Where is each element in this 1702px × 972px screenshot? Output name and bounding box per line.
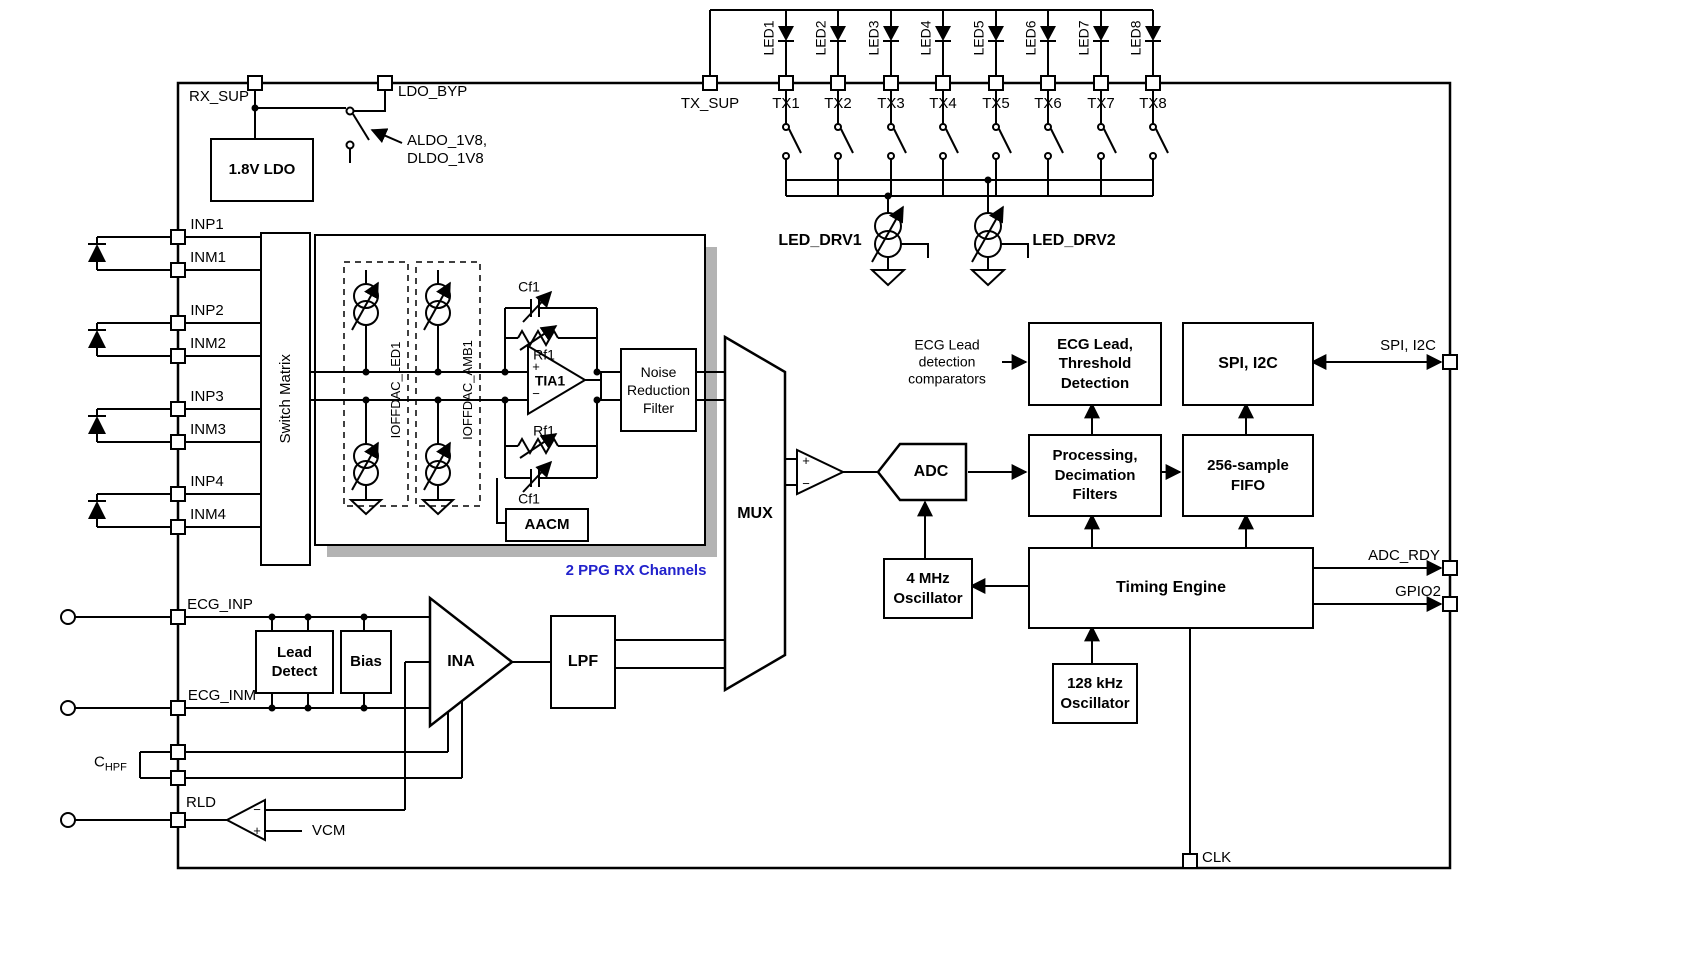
label-rf1-top: Rf1 <box>533 346 555 363</box>
rld-plus-sign: + <box>253 822 261 838</box>
tia-minus-sign: − <box>532 385 540 401</box>
pin-squares <box>170 75 1458 869</box>
label-ioffdac-led1: IOFFDAC_LED1 <box>387 341 403 439</box>
mux-and-inputs <box>612 334 787 693</box>
label-vcm: VCM <box>312 821 346 839</box>
tx-led-array <box>709 9 1169 197</box>
label-ecg-comparators-2: detection <box>918 353 976 370</box>
digital-wires <box>917 354 1443 861</box>
label-aldo-1v8: ALDO_1V8, <box>407 131 488 149</box>
block-switch-matrix: Switch Matrix <box>260 232 311 566</box>
block-bias: Bias <box>340 630 392 694</box>
adc-shape <box>876 442 968 502</box>
label-led1: LED1 <box>760 20 777 56</box>
label-chpf: CHPF <box>94 753 127 774</box>
buffer-amp-shape <box>796 448 846 496</box>
label-led5: LED5 <box>970 20 987 56</box>
rld-minus-sign: − <box>253 801 261 817</box>
junction-dots <box>251 104 992 712</box>
label-led-drv2: LED_DRV2 <box>1032 232 1116 250</box>
label-ina: INA <box>447 653 475 671</box>
label-tx4: TX4 <box>929 94 957 112</box>
tia-amp-shape <box>527 344 587 416</box>
label-tx7: TX7 <box>1087 94 1115 112</box>
tia-plus-sign: + <box>532 358 540 374</box>
label-led8: LED8 <box>1127 20 1144 56</box>
label-dldo-1v8: DLDO_1V8 <box>407 149 484 167</box>
ldo-circuit-wires <box>254 90 403 163</box>
label-inm3: INM3 <box>190 420 226 438</box>
label-rf1-bottom: Rf1 <box>533 422 555 439</box>
label-ioffdac-amb1: IOFFDAC_AMB1 <box>459 340 475 440</box>
label-tx2: TX2 <box>824 94 852 112</box>
label-gpio2: GPIO2 <box>1395 582 1441 600</box>
label-led7: LED7 <box>1075 20 1092 56</box>
label-spi-i2c-pin: SPI, I2C <box>1380 336 1436 354</box>
label-rx-sup: RX_SUP <box>188 87 250 105</box>
label-inp1: INP1 <box>190 215 224 233</box>
label-tx6: TX6 <box>1034 94 1062 112</box>
label-tx1: TX1 <box>772 94 800 112</box>
label-cf1-top: Cf1 <box>518 278 540 295</box>
label-inm4: INM4 <box>190 505 226 523</box>
label-adc-rdy: ADC_RDY <box>1368 546 1440 564</box>
label-adc: ADC <box>913 463 949 481</box>
label-inm1: INM1 <box>190 248 226 266</box>
buffer-plus-sign: + <box>802 452 810 468</box>
label-tia1: TIA1 <box>534 372 566 389</box>
buffer-minus-sign: − <box>802 475 810 491</box>
block-aacm: AACM <box>505 508 589 542</box>
label-inp2: INP2 <box>190 301 224 319</box>
adc-chain <box>785 442 968 502</box>
label-tx-sup: TX_SUP <box>680 94 740 112</box>
label-chpf-main: C <box>94 753 105 771</box>
label-tx5: TX5 <box>982 94 1010 112</box>
label-ecg-inm: ECG_INM <box>187 686 257 704</box>
label-inp3: INP3 <box>190 387 224 405</box>
label-ppg-channels: 2 PPG RX Channels <box>565 561 707 579</box>
led-driver-1-symbol <box>869 196 929 287</box>
mux-shape <box>723 334 787 693</box>
label-ecg-inp: ECG_INP <box>187 595 253 613</box>
block-ldo: 1.8V LDO <box>210 138 314 202</box>
label-led2: LED2 <box>812 20 829 56</box>
label-inp4: INP4 <box>190 472 224 490</box>
label-led3: LED3 <box>865 20 882 56</box>
label-rld: RLD <box>185 793 217 811</box>
chip-boundary <box>176 81 1452 870</box>
block-spi-i2c: SPI, I2C <box>1182 322 1314 406</box>
label-tx3: TX3 <box>877 94 905 112</box>
label-cf1-bottom: Cf1 <box>518 490 540 507</box>
photodiode-inputs <box>88 236 260 528</box>
label-inm2: INM2 <box>190 334 226 352</box>
label-tx8: TX8 <box>1139 94 1167 112</box>
label-clk: CLK <box>1202 848 1232 866</box>
label-led6: LED6 <box>1022 20 1039 56</box>
led-driver-2-symbol <box>969 180 1029 287</box>
block-lpf: LPF <box>550 615 616 709</box>
label-chpf-sub: HPF <box>104 761 127 774</box>
label-ecg-comparators-3: comparators <box>908 370 986 387</box>
label-led-drv1: LED_DRV1 <box>778 232 862 250</box>
label-ecg-comparators-1: ECG Lead <box>914 336 980 353</box>
label-mux: MUX <box>737 505 773 523</box>
rld-amp-shape <box>224 798 266 842</box>
block-timing-engine: Timing Engine <box>1028 547 1314 629</box>
ecg-chain <box>60 595 550 842</box>
label-ldo-byp: LDO_BYP <box>398 82 468 100</box>
label-led4: LED4 <box>917 20 934 56</box>
